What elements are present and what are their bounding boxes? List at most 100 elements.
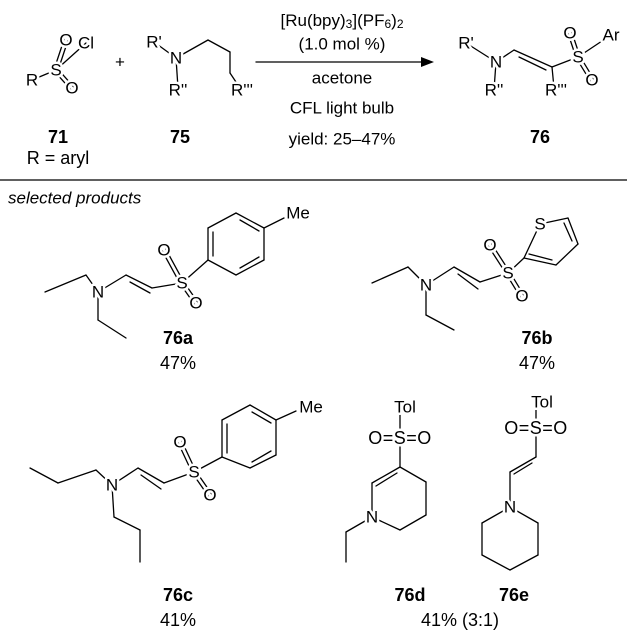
- product-label: 76b: [521, 328, 552, 348]
- double-bond: [505, 273, 521, 298]
- bond: [55, 42, 87, 71]
- solvent: acetone: [312, 69, 373, 88]
- double-bond: [509, 271, 525, 296]
- atom-N: N: [366, 508, 378, 527]
- product-label: 76a: [163, 328, 194, 348]
- bond: [495, 49, 515, 63]
- bond: [229, 72, 241, 89]
- bond: [207, 39, 231, 53]
- bond: [567, 217, 579, 245]
- bond: [523, 223, 541, 259]
- atom-Me: Me: [299, 398, 323, 417]
- atom-R1: R': [146, 33, 162, 52]
- sulfonyl-group: O=S=O: [368, 428, 432, 448]
- bond: [31, 69, 57, 81]
- bond: [371, 266, 409, 284]
- bond: [509, 506, 539, 524]
- plus-sign: +: [115, 53, 125, 72]
- bond: [207, 212, 237, 229]
- double-bond: [575, 57, 591, 82]
- bond: [111, 484, 115, 518]
- bond: [97, 274, 127, 293]
- r-group-note: R = aryl: [27, 148, 90, 168]
- product-76a: N S O O Me 76a 47%: [89, 201, 312, 373]
- bond: [399, 466, 427, 483]
- product-yield: 41%: [160, 610, 196, 630]
- atom-O: O: [515, 287, 528, 306]
- section-title: selected products: [8, 189, 142, 208]
- bond: [221, 456, 251, 469]
- bond: [493, 61, 497, 91]
- atom-S: S: [176, 274, 187, 293]
- atom-O: O: [59, 31, 72, 50]
- double-bond: [179, 283, 196, 305]
- bond: [57, 469, 97, 484]
- bond: [175, 39, 209, 59]
- bond: [263, 217, 285, 229]
- atom-N: N: [504, 498, 516, 517]
- compound-label-76: 76: [530, 127, 550, 147]
- bond: [140, 474, 162, 490]
- atom-O: O: [483, 236, 496, 255]
- product-label: 76c: [163, 585, 193, 605]
- bond: [95, 469, 113, 486]
- double-bond: [194, 470, 213, 495]
- atom-Tol: Tol: [531, 393, 553, 412]
- bond: [251, 450, 272, 463]
- bond: [551, 56, 579, 68]
- bond: [407, 266, 427, 286]
- bond: [29, 467, 59, 484]
- atom-R3: R''': [545, 81, 567, 100]
- atom-N: N: [92, 283, 104, 302]
- bond: [577, 34, 612, 58]
- bond: [44, 274, 87, 293]
- reaction-conditions: [Ru(bpy)3](PF6)2 (1.0 mol %) acetone CFL…: [280, 11, 403, 149]
- atom-O: O: [585, 71, 598, 90]
- bond: [153, 41, 177, 59]
- bond: [249, 404, 277, 421]
- bond: [509, 554, 539, 571]
- bond: [425, 266, 455, 286]
- bond: [375, 472, 398, 487]
- atom-O: O: [65, 79, 78, 98]
- bond: [193, 456, 223, 473]
- bond: [371, 516, 401, 531]
- atom-Tol: Tol: [394, 398, 416, 417]
- catalyst: [Ru(bpy)3](PF6)2: [280, 11, 403, 32]
- bond: [235, 212, 265, 229]
- compound-76: R' N R'' R''' S O O Ar 76: [456, 21, 623, 147]
- atom-O: O: [173, 433, 186, 452]
- bond: [509, 456, 537, 473]
- double-bond: [567, 32, 577, 59]
- double-bond: [53, 38, 65, 71]
- product-76e: Tol O=S=O N 76e: [499, 390, 570, 605]
- product-yield: 47%: [160, 353, 196, 373]
- bond: [85, 274, 99, 293]
- bond: [97, 319, 127, 339]
- double-bond: [181, 440, 197, 472]
- double-bond: [57, 39, 69, 72]
- atom-S: S: [188, 463, 199, 482]
- atom-R2: R'': [485, 81, 504, 100]
- bond: [345, 516, 373, 533]
- atom-R1: R': [458, 34, 474, 53]
- atom-O: O: [157, 241, 170, 260]
- bond: [457, 273, 479, 290]
- bond: [111, 467, 139, 486]
- bond: [425, 314, 455, 331]
- atom-N: N: [106, 476, 118, 495]
- bond: [507, 257, 525, 274]
- bond: [137, 467, 165, 484]
- compound-label-71: 71: [48, 127, 68, 147]
- bond: [399, 514, 427, 531]
- bond: [151, 282, 183, 289]
- product-76c: N S O O Me 76c 41%: [103, 395, 325, 630]
- bond: [239, 219, 260, 232]
- reaction-arrow-head: [421, 57, 434, 67]
- atom-Me: Me: [286, 204, 310, 223]
- yield-range: yield: 25–47%: [289, 130, 396, 149]
- atom-R2: R'': [169, 81, 188, 100]
- bond: [129, 281, 151, 294]
- atom-S: S: [572, 48, 583, 67]
- light-source: CFL light bulb: [290, 99, 394, 118]
